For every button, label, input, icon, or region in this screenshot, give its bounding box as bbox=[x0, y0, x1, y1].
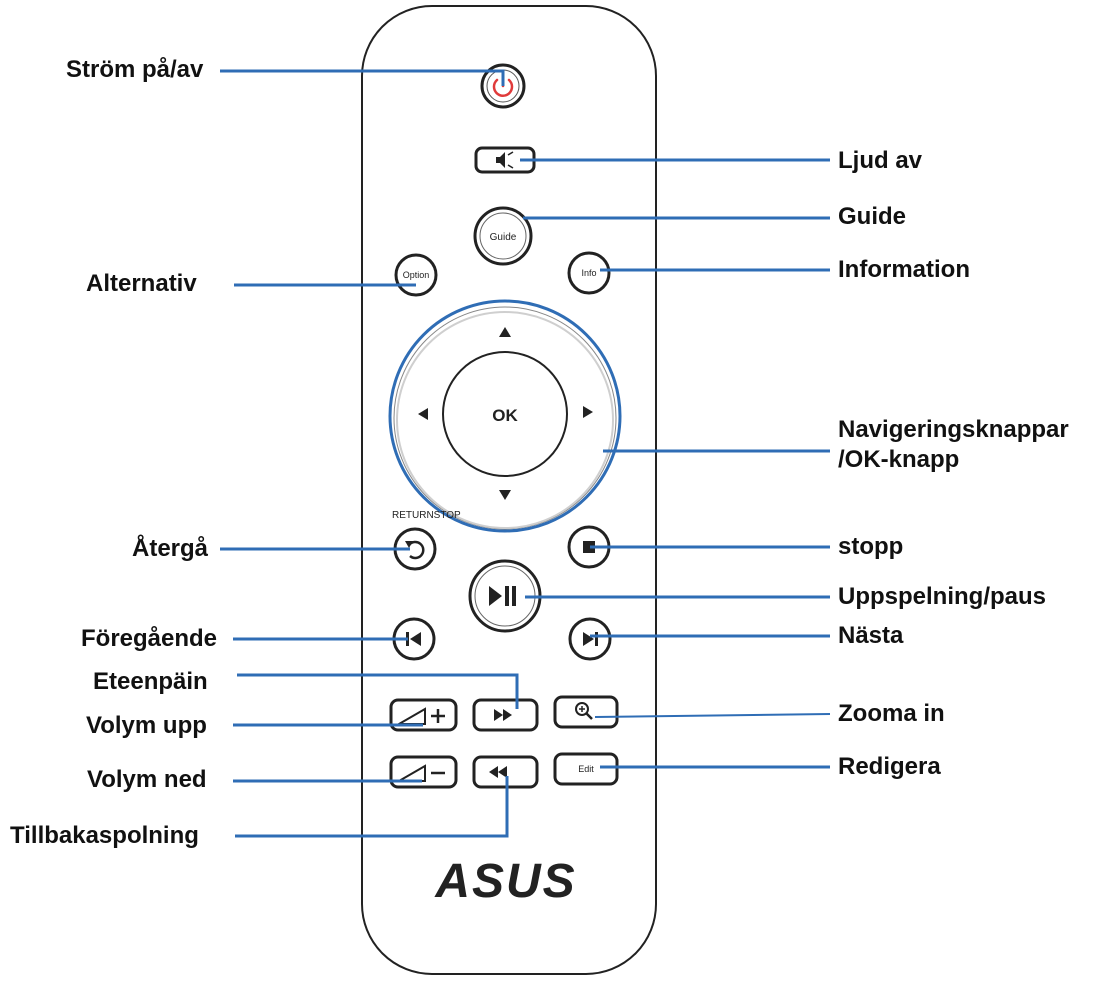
next-button[interactable] bbox=[568, 617, 612, 661]
return-stop-caption: RETURNSTOP bbox=[392, 510, 461, 521]
edit-button-text: Edit bbox=[578, 764, 594, 774]
label-next: Nästa bbox=[838, 622, 904, 649]
leader-rewind bbox=[235, 776, 509, 838]
label-navigation-line2: /OK-knapp bbox=[838, 446, 960, 473]
play-pause-button[interactable] bbox=[468, 559, 542, 633]
arrow-right-icon[interactable] bbox=[583, 406, 593, 418]
asus-logo: ASUS bbox=[434, 855, 576, 908]
label-info: Information bbox=[838, 256, 970, 283]
leader-zoom-in bbox=[594, 713, 831, 718]
rewind-icon bbox=[489, 766, 507, 778]
label-mute: Ljud av bbox=[838, 147, 923, 174]
zoom-in-button[interactable] bbox=[553, 695, 619, 729]
label-edit: Redigera bbox=[838, 753, 941, 780]
label-option: Alternativ bbox=[86, 270, 197, 297]
label-previous: Föregående bbox=[81, 625, 218, 652]
label-return: Återgå bbox=[132, 535, 209, 562]
label-play-pause: Uppspelning/paus bbox=[838, 583, 1047, 610]
option-button-text: Option bbox=[403, 270, 430, 280]
label-stop: stopp bbox=[838, 533, 904, 560]
label-volume-up: Volym upp bbox=[86, 712, 207, 739]
play-pause-icon bbox=[489, 586, 516, 606]
fast-forward-icon bbox=[494, 709, 512, 721]
return-icon bbox=[405, 540, 425, 560]
label-forward: Eteenpäin bbox=[93, 668, 208, 695]
leader-lines bbox=[220, 69, 831, 838]
label-navigation: Navigeringsknappar /OK-knapp bbox=[838, 415, 1069, 475]
guide-button-text: Guide bbox=[490, 232, 517, 243]
skip-next-icon bbox=[583, 632, 598, 646]
leader-power bbox=[220, 69, 505, 86]
info-button[interactable]: Info bbox=[567, 251, 611, 295]
label-power: Ström på/av bbox=[66, 56, 204, 83]
ok-button[interactable]: OK bbox=[442, 351, 568, 477]
ok-button-text: OK bbox=[492, 406, 518, 425]
speaker-icon bbox=[496, 151, 514, 169]
label-rewind: Tillbakaspolning bbox=[10, 822, 199, 849]
label-guide: Guide bbox=[838, 203, 907, 230]
info-button-text: Info bbox=[581, 268, 596, 278]
arrow-up-icon[interactable] bbox=[499, 327, 511, 337]
leader-forward bbox=[237, 673, 519, 709]
zoom-in-icon bbox=[575, 702, 593, 720]
option-button[interactable]: Option bbox=[394, 253, 438, 297]
volume-up-button[interactable] bbox=[389, 698, 458, 732]
label-zoom-in: Zooma in bbox=[838, 700, 945, 727]
label-navigation-line1: Navigeringsknappar bbox=[838, 416, 1069, 443]
edit-button[interactable]: Edit bbox=[553, 752, 619, 786]
forward-button[interactable] bbox=[472, 698, 539, 732]
arrow-down-icon[interactable] bbox=[499, 490, 511, 500]
stop-icon bbox=[583, 541, 595, 553]
guide-button[interactable]: Guide bbox=[473, 206, 533, 266]
label-volume-down: Volym ned bbox=[87, 766, 207, 793]
arrow-left-icon[interactable] bbox=[418, 408, 428, 420]
